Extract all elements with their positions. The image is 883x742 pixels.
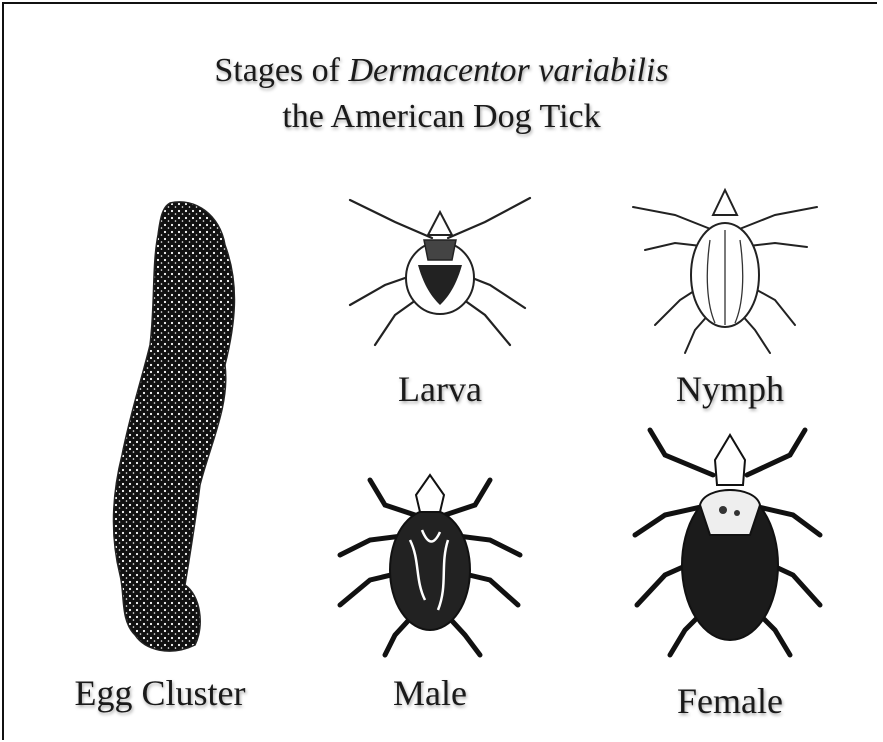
label-female: Female bbox=[610, 680, 850, 722]
title-line-2: the American Dog Tick bbox=[0, 98, 883, 136]
female-illustration bbox=[625, 425, 835, 660]
larva-illustration bbox=[340, 190, 540, 350]
label-larva: Larva bbox=[340, 368, 540, 410]
male-illustration bbox=[330, 470, 530, 660]
label-male: Male bbox=[330, 672, 530, 714]
label-egg-cluster: Egg Cluster bbox=[30, 672, 290, 714]
label-nymph: Nymph bbox=[620, 368, 840, 410]
nymph-illustration bbox=[625, 185, 825, 355]
title-line-1: Stages of Dermacentor variabilis bbox=[0, 52, 883, 90]
egg-cluster-illustration bbox=[100, 195, 260, 655]
species-name: Dermacentor variabilis bbox=[348, 52, 668, 89]
